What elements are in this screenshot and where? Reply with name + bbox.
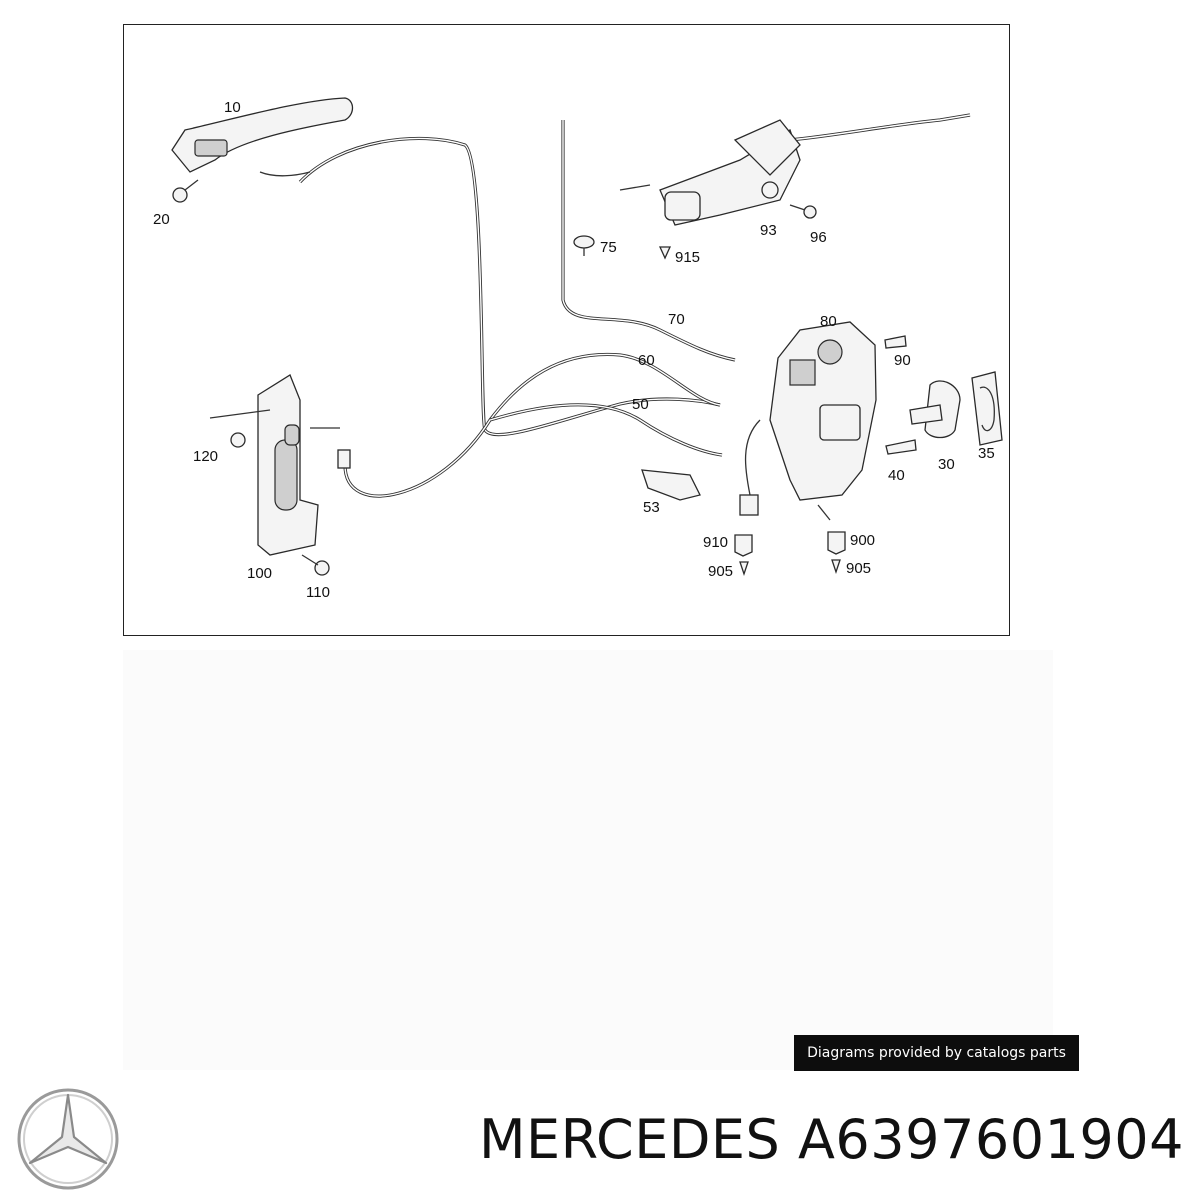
label-96: 96: [810, 229, 827, 246]
parts-diagram: 10 20 75 915 93 96 70 80 90 60 50 120 30…: [153, 97, 1003, 601]
footer-title: MERCEDES A6397601904: [479, 1108, 1184, 1178]
connector-910: [734, 494, 759, 577]
label-70: 70: [668, 311, 685, 328]
door-lock-80: [769, 321, 877, 501]
actuator-93: [659, 119, 801, 226]
label-900: 900: [850, 532, 875, 549]
cable-end-60: [337, 449, 351, 469]
label-110: 110: [306, 584, 330, 601]
label-53: 53: [643, 499, 660, 516]
outer-handle-part: [171, 97, 354, 177]
screw-90: [884, 335, 907, 349]
diagram-frame: [123, 24, 1010, 636]
rivet-915: [658, 246, 672, 260]
connector-900: [827, 531, 846, 575]
label-20: 20: [153, 211, 170, 228]
label-120: 120: [193, 448, 218, 465]
label-910: 910: [703, 534, 728, 551]
label-905-right: 905: [846, 560, 871, 577]
credit-banner: Diagrams provided by catalogs parts: [794, 1035, 1079, 1071]
label-80: 80: [820, 313, 837, 330]
screw-20: [172, 179, 199, 203]
label-75: 75: [600, 239, 617, 256]
clip-75: [573, 235, 595, 256]
label-100: 100: [247, 565, 272, 582]
mercedes-star-icon: [17, 1088, 119, 1190]
label-30: 30: [938, 456, 955, 473]
bracket-53: [641, 469, 701, 501]
label-93: 93: [760, 222, 777, 239]
label-35: 35: [978, 445, 995, 462]
label-10: 10: [224, 99, 241, 116]
striker-30: [909, 380, 961, 439]
label-50: 50: [632, 396, 649, 413]
gasket-35: [971, 371, 1003, 446]
inner-handle-100: [257, 374, 319, 556]
label-40: 40: [888, 467, 905, 484]
label-60: 60: [638, 352, 655, 369]
lower-background: [123, 650, 1053, 1070]
label-915: 915: [675, 249, 700, 266]
part-number: A6397601904: [797, 1108, 1184, 1171]
screw-96: [789, 204, 817, 219]
label-905-left: 905: [708, 563, 733, 580]
label-90: 90: [894, 352, 911, 369]
screw-120: [209, 409, 271, 448]
screw-110: [301, 554, 330, 576]
brand-name: MERCEDES: [478, 1108, 781, 1171]
screw-40: [885, 439, 917, 455]
cable-lines: [298, 113, 971, 498]
